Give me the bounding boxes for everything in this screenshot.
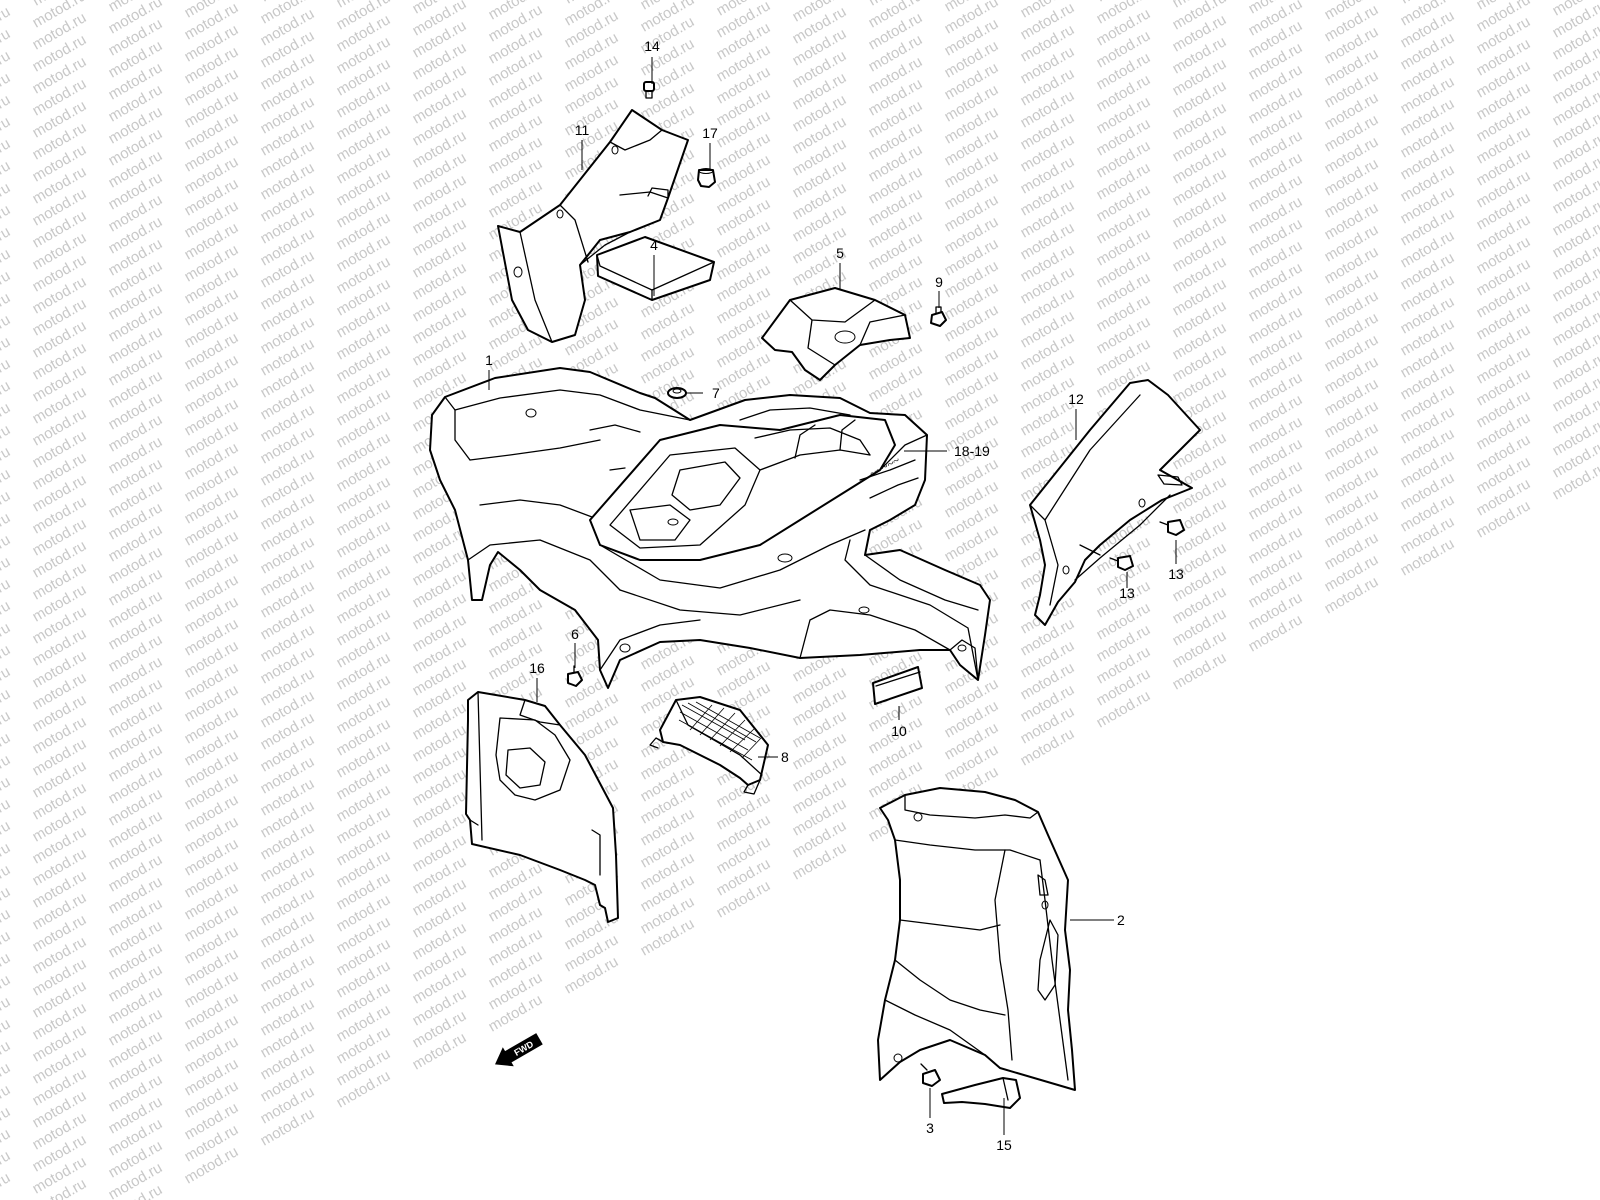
callout-7: 7 bbox=[712, 385, 720, 401]
callout-5: 5 bbox=[836, 245, 844, 261]
callout-1: 1 bbox=[485, 352, 493, 368]
callout-15: 15 bbox=[996, 1137, 1012, 1153]
callout-17: 17 bbox=[702, 125, 718, 141]
callout-6: 6 bbox=[571, 626, 579, 642]
callout-13-upper: 13 bbox=[1168, 566, 1184, 582]
callout-4: 4 bbox=[650, 237, 658, 253]
callout-8: 8 bbox=[781, 749, 789, 765]
part-15-strip bbox=[941, 1077, 1021, 1109]
callout-11: 11 bbox=[575, 122, 590, 138]
callout-18-19: 18-19 bbox=[954, 443, 990, 459]
part-13-bolt-upper bbox=[1159, 519, 1185, 536]
fwd-direction-arrow: FWD bbox=[495, 1033, 543, 1067]
watermark-text: motod.ru bbox=[0, 1169, 13, 1200]
callout-16: 16 bbox=[529, 660, 545, 676]
callout-3: 3 bbox=[926, 1120, 934, 1136]
callout-10: 10 bbox=[891, 723, 907, 739]
part-3-screw bbox=[920, 1063, 941, 1087]
part-7-grommet bbox=[667, 387, 687, 399]
callout-14: 14 bbox=[644, 38, 660, 54]
callout-13-lower: 13 bbox=[1119, 585, 1135, 601]
part-2-inner-fender bbox=[877, 787, 1076, 1091]
callout-12: 12 bbox=[1068, 391, 1084, 407]
part-17-grommet bbox=[697, 168, 716, 188]
callout-9: 9 bbox=[935, 274, 943, 290]
callout-2: 2 bbox=[1117, 912, 1125, 928]
